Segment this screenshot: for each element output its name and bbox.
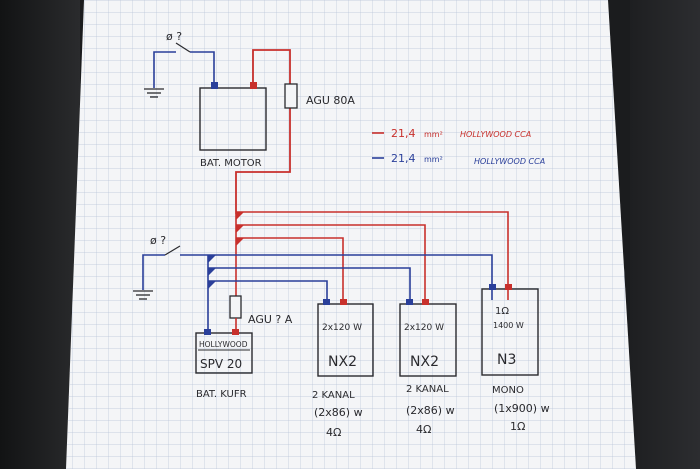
trunk-negative-terminal: [204, 329, 211, 335]
ground-symbol-icon: [144, 88, 164, 98]
amplifier-3-model: N3: [497, 352, 516, 368]
battery-trunk-label: BAT. KUFR: [196, 389, 247, 400]
main-power-wire: [235, 49, 291, 214]
battery-motor-label: BAT. MOTOR: [200, 158, 262, 169]
amplifier-1: 2x120 W NX2 2 KANAL (2x86) w 4Ω: [312, 299, 374, 439]
amplifier-2: 2x120 W NX2 2 KANAL (2x86) w 4Ω: [399, 299, 457, 436]
legend-blue-note: HOLLYWOOD CCA: [474, 157, 545, 166]
amplifier-3-rating-top: 1Ω: [495, 306, 509, 317]
paper-grid: [66, 0, 636, 469]
amplifier-1-mode: 2 KANAL: [312, 390, 355, 401]
motor-ground-label: ø ?: [166, 30, 182, 43]
legend-blue-value: 21,4: [391, 152, 416, 165]
amplifier-2-power: (2x86) w: [406, 404, 455, 417]
red-junction-markers: [236, 212, 244, 246]
ground-symbol-icon: [133, 290, 153, 300]
amplifier-1-rating: 2x120 W: [322, 323, 362, 333]
red-distribution-wires: [235, 211, 509, 300]
amplifier-3-mode: MONO: [492, 385, 524, 396]
motor-positive-terminal: [250, 82, 257, 89]
amplifier-3-power: (1x900) w: [494, 402, 550, 415]
legend-red-value: 21,4: [391, 127, 416, 140]
table-background-left: [0, 0, 80, 469]
battery-motor: BAT. MOTOR: [199, 82, 267, 169]
amplifier-2-model: NX2: [410, 354, 439, 370]
amplifier-1-model: NX2: [328, 354, 357, 370]
battery-trunk: HOLLYWOOD SPV 20 BAT. KUFR: [195, 329, 253, 400]
fuse-main-icon: [284, 83, 298, 109]
legend-red-unit: mm²: [424, 130, 443, 139]
legend-red-note: HOLLYWOOD CCA: [460, 130, 531, 139]
amplifier-2-rating: 2x120 W: [404, 323, 444, 333]
motor-negative-terminal: [211, 82, 218, 89]
legend-blue-unit: mm²: [424, 155, 443, 164]
amplifier-2-mode: 2 KANAL: [406, 384, 449, 395]
fuse-secondary-label: AGU ? A: [248, 313, 293, 326]
amplifier-3: 1Ω 1400 W N3 MONO (1x900) w 1Ω: [481, 284, 550, 433]
blue-junction-markers: [208, 255, 216, 289]
table-background-right: [630, 0, 700, 469]
battery-trunk-brand: HOLLYWOOD: [199, 340, 248, 349]
motor-ground: [153, 42, 215, 88]
amplifier-3-rating: 1400 W: [493, 321, 524, 330]
battery-trunk-model: SPV 20: [200, 357, 242, 371]
fuse-main-label: AGU 80A: [306, 94, 355, 107]
amplifier-3-impedance: 1Ω: [510, 420, 525, 433]
amplifier-1-power: (2x86) w: [314, 406, 363, 419]
legend: 21,4 mm² HOLLYWOOD CCA 21,4 mm² HOLLYWOO…: [372, 127, 545, 166]
trunk-ground-label: ø ?: [150, 234, 166, 247]
fuse-secondary-icon: [229, 295, 242, 319]
amplifier-1-impedance: 4Ω: [326, 426, 341, 439]
amplifier-2-impedance: 4Ω: [416, 423, 431, 436]
trunk-positive-terminal: [232, 329, 239, 335]
